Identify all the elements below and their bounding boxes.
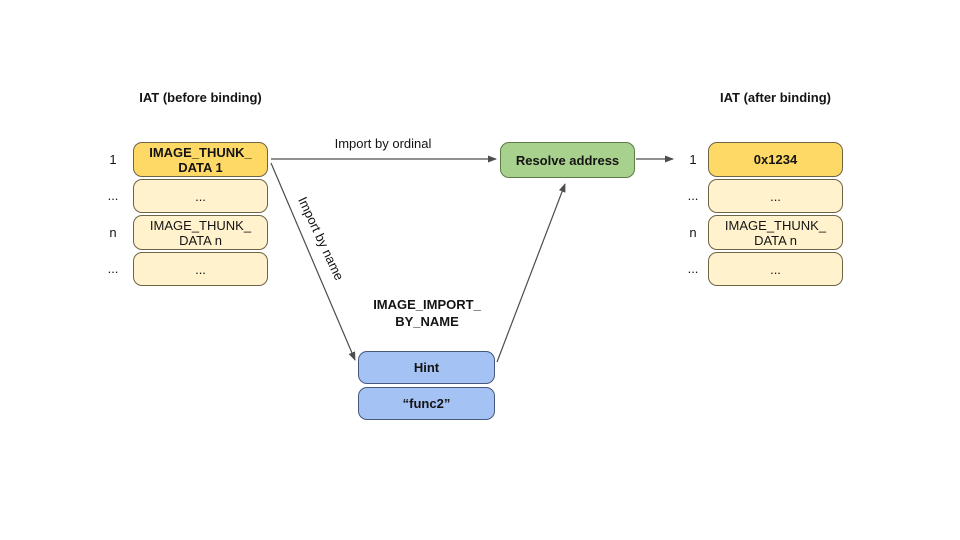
iat-after-row-label-4: ...	[687, 261, 699, 276]
iat-before-row-thunk-data-1: IMAGE_THUNK_DATA 1	[133, 142, 268, 177]
import-by-ordinal-label: Import by ordinal	[334, 136, 432, 151]
arrow-import-by-name	[270, 162, 356, 361]
iat-after-title: IAT (after binding)	[720, 90, 831, 105]
iat-after-row-label-1: 1	[689, 152, 697, 167]
iat-before-row-label-4: ...	[107, 261, 119, 276]
arrow-name-to-resolve	[496, 183, 566, 363]
iat-after-row-address: 0x1234	[708, 142, 843, 177]
resolve-address-box: Resolve address	[500, 142, 635, 178]
iat-before-row-thunk-data-n: IMAGE_THUNK_DATA n	[133, 215, 268, 250]
iat-after-row-label-2: ...	[687, 188, 699, 203]
iat-before-row-ellipsis-2: ...	[133, 252, 268, 286]
iat-before-row-ellipsis-1: ...	[133, 179, 268, 213]
image-import-by-name-title: IMAGE_IMPORT_BY_NAME	[373, 297, 481, 329]
iat-before-row-label-2: ...	[107, 188, 119, 203]
iat-after-row-ellipsis-1: ...	[708, 179, 843, 213]
iat-before-row-label-1: 1	[109, 152, 117, 167]
iat-after-row-thunk-data-n: IMAGE_THUNK_DATA n	[708, 215, 843, 250]
iat-after-row-label-3: n	[689, 225, 697, 240]
func2-box: “func2”	[358, 387, 495, 420]
iat-before-row-label-3: n	[109, 225, 117, 240]
iat-after-row-ellipsis-2: ...	[708, 252, 843, 286]
iat-before-title: IAT (before binding)	[139, 90, 262, 105]
hint-box: Hint	[358, 351, 495, 384]
